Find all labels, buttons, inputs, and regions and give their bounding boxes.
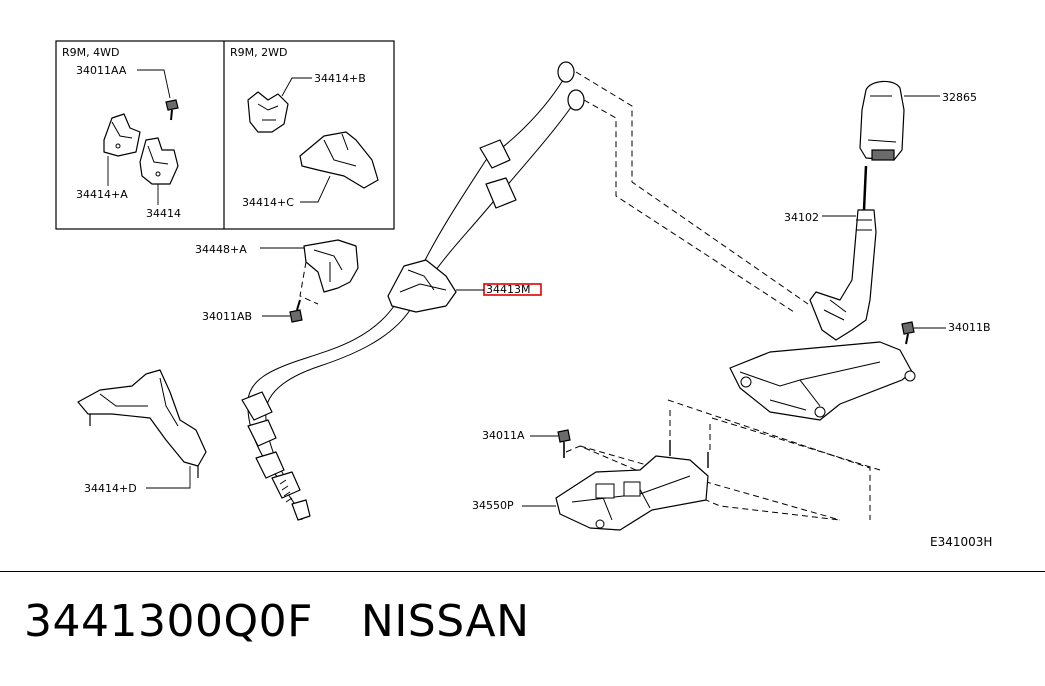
- label-34550p: 34550P: [472, 499, 514, 512]
- bolt-34011aa[interactable]: [165, 99, 179, 121]
- bracket-34414a[interactable]: [103, 113, 141, 157]
- shift-cable-assembly[interactable]: [241, 61, 585, 521]
- label-34414: 34414: [146, 207, 181, 220]
- label-34414a: 34414+A: [76, 188, 128, 201]
- label-34414d: 34414+D: [84, 482, 137, 495]
- inset-title-4wd: R9M, 4WD: [62, 46, 119, 59]
- label-32865: 32865: [942, 91, 977, 104]
- drawing-code: E341003H: [930, 535, 992, 549]
- highlight-box-34413m: [483, 283, 542, 296]
- shift-knob-32865[interactable]: [859, 80, 905, 161]
- shift-lever-34102[interactable]: [809, 165, 877, 341]
- bracket-34448a[interactable]: [303, 239, 359, 293]
- label-34011ab: 34011AB: [202, 310, 252, 323]
- bracket-34414d[interactable]: [77, 369, 207, 478]
- bracket-34414c[interactable]: [299, 131, 379, 189]
- variant-inset: R9M, 4WD R9M, 2WD 34011AA 34414+A 34414: [55, 40, 395, 230]
- label-34414c: 34414+C: [242, 196, 294, 209]
- footer-divider: [0, 571, 1045, 572]
- footer-part-info: 3441300Q0F NISSAN: [24, 596, 578, 647]
- label-34011b: 34011B: [948, 321, 991, 334]
- parts-diagram: R9M, 4WD R9M, 2WD 34011AA 34414+A 34414: [55, 40, 992, 549]
- brand-name: NISSAN: [360, 596, 530, 647]
- base-plate-34550p[interactable]: [555, 440, 709, 531]
- inset-title-2wd: R9M, 2WD: [230, 46, 287, 59]
- shifter-housing[interactable]: [729, 341, 916, 421]
- bolt-34011b[interactable]: [901, 321, 915, 345]
- bolt-34011ab[interactable]: [289, 299, 303, 323]
- assembly-guide-lines: [565, 71, 881, 521]
- label-34413m[interactable]: 34413M: [486, 283, 530, 296]
- label-34414b: 34414+B: [314, 72, 366, 85]
- part-number: 3441300Q0F: [24, 596, 313, 647]
- label-34102: 34102: [784, 211, 819, 224]
- label-34448a: 34448+A: [195, 243, 247, 256]
- label-34011a: 34011A: [482, 429, 525, 442]
- clip-34414b[interactable]: [247, 91, 289, 133]
- bolt-34011a[interactable]: [557, 429, 571, 458]
- label-34011aa: 34011AA: [76, 64, 127, 77]
- bracket-34414[interactable]: [139, 137, 179, 185]
